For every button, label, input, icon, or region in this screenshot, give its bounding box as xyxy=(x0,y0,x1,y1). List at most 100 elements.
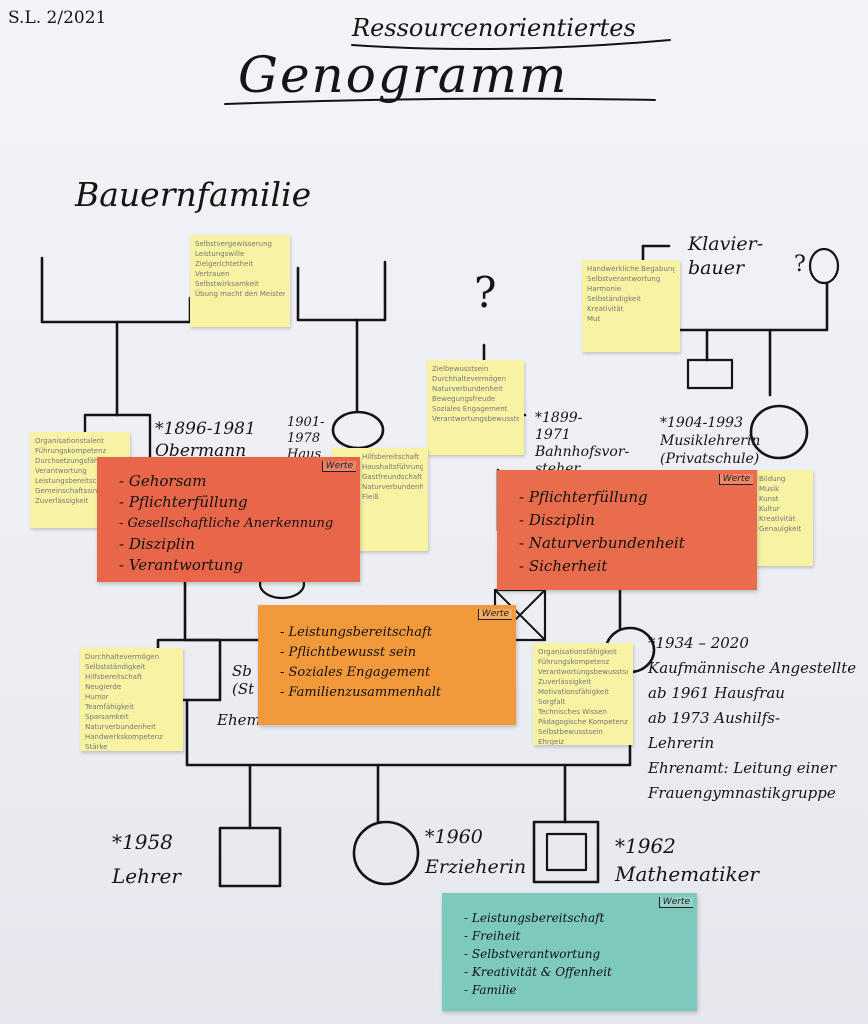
note-line: Bewegungsfreude xyxy=(432,395,496,403)
note-line: Naturverbundenheit xyxy=(362,483,423,491)
value-item: Familienzusammenhalt xyxy=(280,683,504,703)
note-line: Führungskompetenz xyxy=(538,658,610,666)
note-line: Haushaltsführung xyxy=(362,463,423,471)
family-label: Bauernfamilie xyxy=(75,175,312,214)
subtitle: Ressourcenorientiertes xyxy=(352,14,636,42)
value-item: Gehorsam xyxy=(119,471,348,492)
note-line: Durchhaltevermögen xyxy=(85,653,160,661)
note-line: Organisationstalent xyxy=(35,437,104,445)
value-item: Leistungsbereitschaft xyxy=(280,623,504,643)
value-item: Kreativität & Offenheit xyxy=(464,963,685,981)
father-partial-label: Sb (St xyxy=(232,662,255,698)
note-line: Musik xyxy=(759,485,780,493)
value-item: Freiheit xyxy=(464,927,685,945)
child1-label: *1958 Lehrer xyxy=(112,830,181,888)
note-line: Kreativität xyxy=(587,305,624,313)
values-card-bottom: Werte Leistungsbereitschaft Freiheit Sel… xyxy=(442,893,697,1011)
note-line: Vertrauen xyxy=(195,270,230,278)
grandfather-right-label: *1899- 1971 Bahnhofsvor- steher xyxy=(535,410,630,470)
note-line: Humor xyxy=(85,693,109,701)
question-mark-top: ? xyxy=(474,268,497,317)
value-item: Familie xyxy=(464,981,685,999)
child3-label: *1962 Mathematiker xyxy=(615,834,759,886)
note-line: Durchhaltevermögen xyxy=(432,375,507,383)
value-item: Pflichterfüllung xyxy=(519,486,745,509)
value-item: Naturverbundenheit xyxy=(519,532,745,555)
note-line: Naturverbundenheit xyxy=(85,723,156,731)
values-tag: Werte xyxy=(477,609,512,620)
note-line: Übung macht den Meister xyxy=(195,290,285,298)
value-item: Selbstverantwortung xyxy=(464,945,685,963)
child2-label: *1960 Erzieherin xyxy=(425,826,527,878)
value-item: Sicherheit xyxy=(519,555,745,578)
note-line: Hilfsbereitschaft xyxy=(362,453,420,461)
note-line: Stärke xyxy=(85,743,108,751)
value-item: Pflichterfüllung xyxy=(119,492,348,513)
sticky-note: Durchhaltevermögen Selbstständigkeit Hil… xyxy=(80,648,183,751)
value-item: Soziales Engagement xyxy=(280,663,504,683)
values-tag: Werte xyxy=(321,461,356,472)
value-item: Pflichtbewusst sein xyxy=(280,643,504,663)
note-line: Fleiß xyxy=(362,493,379,501)
note-line: Naturverbundenheit xyxy=(432,385,503,393)
note-line: Kunst xyxy=(759,495,779,503)
note-line: Durchsetzungsfähigkeit xyxy=(35,457,118,465)
values-card-left: Werte Gehorsam Pflichterfüllung Gesellsc… xyxy=(97,457,360,582)
note-line: Selbstvergewisserung xyxy=(195,240,272,248)
note-line: Technisches Wissen xyxy=(538,708,607,716)
note-line: Genauigkeit xyxy=(759,525,802,533)
grandmother-right-label: *1904-1993 Musiklehrerin (Privatschule) xyxy=(660,415,761,467)
note-line: Selbstständigkeit xyxy=(85,663,146,671)
value-item: Leistungsbereitschaft xyxy=(464,909,685,927)
values-card-right: Werte Pflichterfüllung Disziplin Naturve… xyxy=(497,470,757,590)
note-line: Bildung xyxy=(759,475,786,483)
note-line: Organisationsfähigkeit xyxy=(538,648,617,656)
note-line: Zuverlässigkeit xyxy=(35,497,89,505)
values-tag: Werte xyxy=(658,897,693,908)
note-line: Zielgerichtetheit xyxy=(195,260,254,268)
note-line: Soziales Engagement xyxy=(432,405,508,413)
value-item: Gesellschaftliche Anerkennung xyxy=(119,513,348,534)
note-line: Zielbewusstsein xyxy=(432,365,489,373)
value-item: Verantwortung xyxy=(119,555,348,576)
page-title: Genogramm xyxy=(238,46,569,104)
value-item: Disziplin xyxy=(519,509,745,532)
note-line: Führungskompetenz xyxy=(35,447,107,455)
note-line: Verantwortungsbewusstsein xyxy=(538,668,628,676)
note-line: Mut xyxy=(587,315,601,323)
note-line: Hilfsbereitschaft xyxy=(85,673,143,681)
note-line: Handwerkskompetenz xyxy=(85,733,163,741)
values-tag: Werte xyxy=(718,474,753,485)
note-line: Neugierde xyxy=(85,683,122,691)
note-line: Selbständigkeit xyxy=(587,295,641,303)
klavierbauer-label: Klavier- bauer xyxy=(688,233,764,279)
grandfather-left-label: *1896-1981 Obermann xyxy=(155,419,256,460)
question-mark-right: ? xyxy=(794,252,806,277)
sticky-note: Zielbewusstsein Durchhaltevermögen Natur… xyxy=(427,360,524,455)
note-line: Selbstbewusstsein xyxy=(538,728,603,736)
note-line: Sparsamkeit xyxy=(85,713,129,721)
note-line: Zuverlässigkeit xyxy=(538,678,592,686)
note-line: Teamfähigkeit xyxy=(85,703,134,711)
note-line: Gastfreundschaft xyxy=(362,473,423,481)
note-line: Harmonie xyxy=(587,285,622,293)
note-line: Gemeinschaftssinn xyxy=(35,487,102,495)
note-line: Selbstverantwortung xyxy=(587,275,661,283)
values-card-center: Werte Leistungsbereitschaft Pflichtbewus… xyxy=(258,605,516,725)
note-line: Handwerkliche Begabung xyxy=(587,265,675,273)
value-item: Disziplin xyxy=(119,534,348,555)
note-line: Leistungswille xyxy=(195,250,245,258)
author-date: S.L. 2/2021 xyxy=(8,8,107,28)
note-line: Leistungsbereitschaft xyxy=(35,477,111,485)
mother-details-label: *1934 – 2020 Kaufmännische Angestellte a… xyxy=(648,634,857,802)
note-line: Selbstwirksamkeit xyxy=(195,280,259,288)
note-line: Verantwortungsbewusstsein xyxy=(432,415,519,423)
note-line: Sorgfalt xyxy=(538,698,566,706)
note-line: Kreativität xyxy=(759,515,796,523)
note-line: Kultur xyxy=(759,505,780,513)
note-line: Verantwortung xyxy=(35,467,87,475)
sticky-note: Organisationsfähigkeit Führungskompetenz… xyxy=(533,643,633,745)
note-line: Ehrgeiz xyxy=(538,738,564,745)
note-line: Motivationsfähigkeit xyxy=(538,688,609,696)
